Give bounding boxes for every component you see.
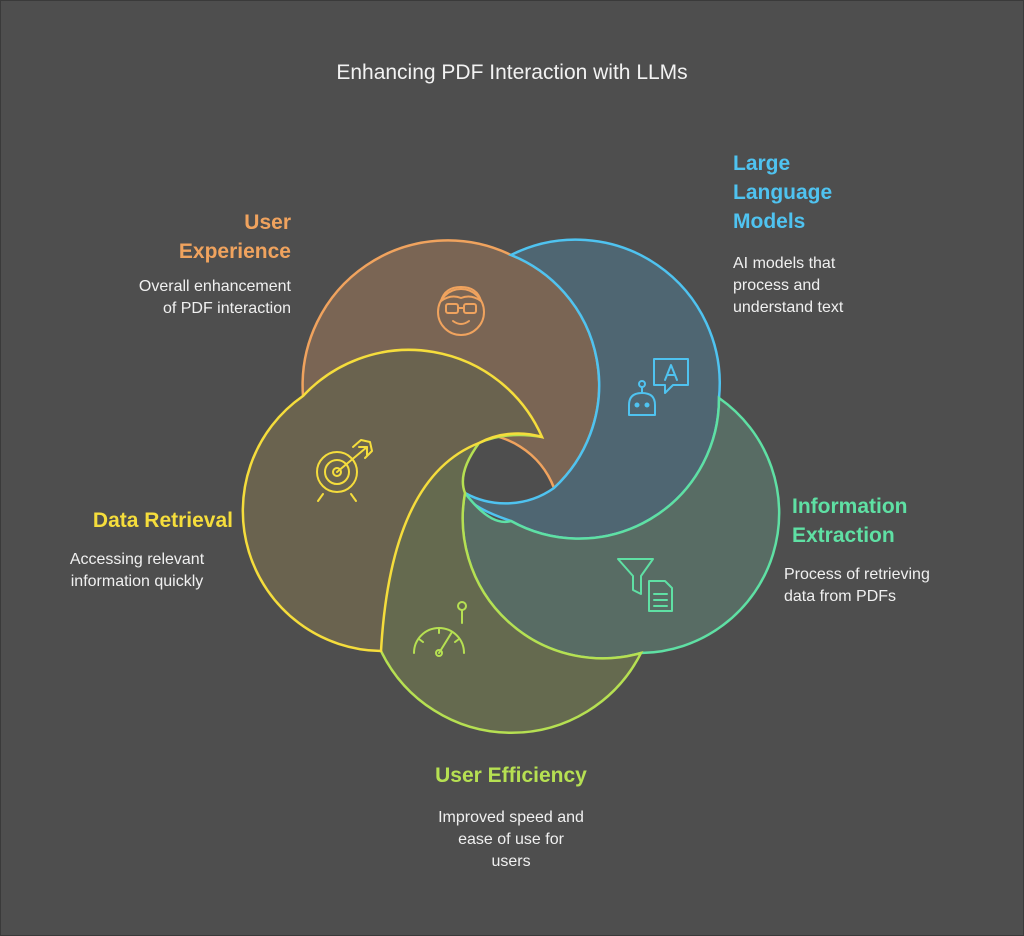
- label-user-experience: User Experience Overall enhancement of P…: [61, 208, 291, 320]
- label-title: User Efficiency: [435, 764, 587, 787]
- nerd-face-icon: [437, 286, 485, 336]
- label-description: Accessing relevant information quickly: [69, 551, 205, 590]
- diagram-title: Enhancing PDF Interaction with LLMs: [336, 61, 688, 84]
- segment-shape-data-retrieval: [241, 348, 545, 653]
- label-large-language-models: Large Language Models AI models that pro…: [733, 149, 983, 319]
- label-user-efficiency: User Efficiency Improved speed and ease …: [381, 761, 641, 873]
- label-data-retrieval: Data Retrieval Accessing relevant inform…: [41, 506, 233, 593]
- label-description: AI models that process and understand te…: [733, 255, 844, 316]
- target-icon: [316, 439, 373, 502]
- speedometer-icon: [413, 601, 467, 657]
- label-title: Information Extraction: [792, 495, 908, 547]
- label-description: Improved speed and ease of use for users: [438, 809, 584, 870]
- label-description: Overall enhancement of PDF interaction: [138, 278, 291, 317]
- robot-chat-icon: [628, 358, 689, 416]
- label-description: Process of retrieving data from PDFs: [784, 566, 930, 605]
- label-title: User Experience: [178, 211, 291, 263]
- segment-data-retrieval: [241, 348, 545, 653]
- label-information-extraction: Information Extraction Process of retrie…: [784, 492, 1014, 608]
- filter-document-icon: [617, 558, 673, 612]
- label-title: Data Retrieval: [92, 509, 233, 532]
- label-title: Large Language Models: [733, 152, 833, 233]
